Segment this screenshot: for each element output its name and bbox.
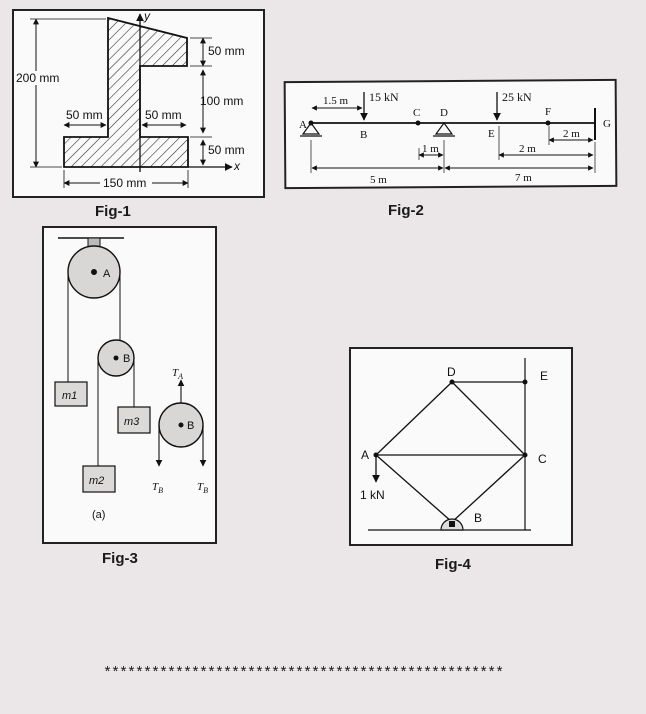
fig3-pulley-b: B — [123, 353, 130, 365]
fig4-caption: Fig-4 — [435, 556, 471, 573]
fig3-caption: Fig-3 — [102, 550, 138, 567]
fig2-point-a: A — [299, 119, 307, 131]
fig2-caption: Fig-2 — [388, 202, 424, 219]
fig1-section-shape — [63, 16, 189, 168]
fig1-caption: Fig-1 — [95, 203, 131, 220]
fig1-dim-right: 50 mm — [145, 108, 182, 122]
fig1-dim-200: 200 mm — [16, 71, 59, 85]
fig1-dim-base: 150 mm — [103, 176, 146, 190]
fig2-point-e: E — [488, 128, 495, 140]
fig4-node-e: E — [540, 369, 548, 383]
fig4-panel — [349, 347, 573, 546]
fig1-dim-web: 100 mm — [200, 94, 243, 108]
fig4-node-b: B — [474, 511, 482, 525]
fig2-point-d: D — [440, 107, 448, 119]
fig2-point-f: F — [545, 106, 551, 118]
fig2-load-15: 15 kN — [369, 90, 399, 104]
fig3-mass-m3: m3 — [124, 416, 140, 428]
fig2-dim-5m: 5 m — [370, 174, 387, 186]
fig1-axis-y: y — [143, 9, 151, 23]
fig3-tension-a: TA — [172, 367, 183, 381]
fig3-mass-m1: m1 — [62, 390, 77, 402]
fig2-load-25: 25 kN — [502, 90, 532, 104]
fig3-tension-b-right: TB — [197, 481, 208, 495]
fig4-node-c: C — [538, 452, 547, 466]
fig1-dim-bottom: 50 mm — [208, 143, 245, 157]
fig1-axis-x: x — [233, 159, 241, 173]
fig2-point-c: C — [413, 107, 420, 119]
fig2-dim-7m: 7 m — [515, 172, 532, 184]
fig3-fbd-pulley-b: B — [187, 420, 194, 432]
footer-stars: ****************************************… — [103, 665, 504, 682]
fig2-dim-1m: 1 m — [422, 143, 439, 155]
fig4-node-d: D — [447, 365, 456, 379]
fig3-sub-label: (a) — [92, 509, 105, 521]
fig4-load: 1 kN — [360, 488, 385, 502]
fig1-dim-left: 50 mm — [66, 108, 103, 122]
fig3-pulley-a: A — [103, 268, 111, 280]
fig3-mass-m2: m2 — [89, 475, 104, 487]
fig2-dim-1-5m: 1.5 m — [323, 95, 349, 107]
fig2-dim-2m-a: 2 m — [563, 128, 580, 140]
fig2-dim-2m-b: 2 m — [519, 143, 536, 155]
fig1-dim-top: 50 mm — [208, 44, 245, 58]
fig3-tension-b-left: TB — [152, 481, 163, 495]
fig2-point-b: B — [360, 129, 367, 141]
fig2-point-g: G — [603, 118, 611, 130]
fig4-node-a: A — [361, 448, 369, 462]
